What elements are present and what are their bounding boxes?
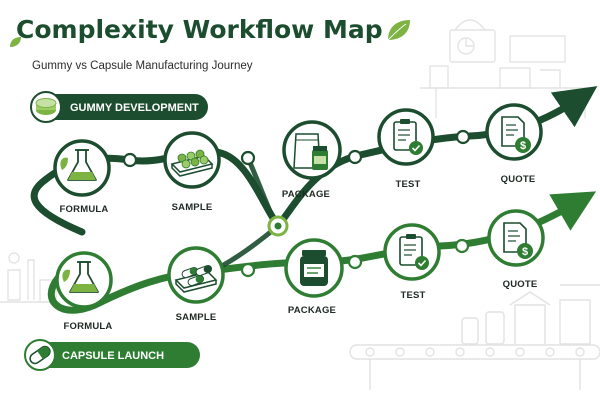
page-subtitle: Gummy vs Capsule Manufacturing Journey — [32, 60, 253, 72]
dollar-document-icon: $ — [503, 222, 533, 259]
flask-icon — [62, 261, 99, 293]
gummy-step-quote: $ — [485, 103, 543, 161]
gummy-step-quote-label: QUOTE — [501, 174, 536, 185]
dollar-document-icon: $ — [501, 116, 531, 153]
crossover-node — [267, 215, 289, 237]
capsule-track-label: CAPSULE LAUNCH — [24, 339, 200, 371]
capsule-step-quote: $ — [487, 209, 545, 267]
svg-text:$: $ — [520, 140, 526, 152]
svg-text:$: $ — [522, 246, 528, 258]
capsule-step-quote-label: QUOTE — [503, 279, 538, 290]
gummy-track-label-text: GUMMY DEVELOPMENT — [70, 102, 199, 114]
gummy-step-sample — [163, 131, 221, 189]
clipboard-check-icon — [393, 119, 423, 155]
capsule-step-package — [284, 238, 344, 298]
gummy-step-sample-label: SAMPLE — [172, 202, 213, 213]
clipboard-check-icon — [399, 234, 429, 270]
bag-and-jar-icon — [293, 133, 328, 170]
gummy-step-test — [377, 108, 435, 166]
capsule-step-test — [383, 223, 441, 281]
gummy-step-test-label: TEST — [395, 179, 420, 190]
capsule-step-sample-label: SAMPLE — [176, 312, 217, 323]
capsule-step-package-label: PACKAGE — [288, 305, 336, 316]
gummy-tray-icon — [170, 149, 214, 177]
gummy-step-package-label: PACKAGE — [282, 189, 330, 200]
capsule-tray-icon — [174, 264, 218, 293]
gummy-step-package — [282, 120, 342, 180]
gummy-track-label: GUMMY DEVELOPMENT — [30, 91, 208, 123]
gummy-step-formula — [53, 139, 111, 197]
background-factory-illustration — [349, 284, 600, 390]
capsule-step-sample — [167, 246, 225, 304]
jar-icon — [300, 250, 328, 286]
path-dots — [122, 129, 471, 278]
capsule-track-label-text: CAPSULE LAUNCH — [62, 350, 164, 362]
small-leaf-icon — [10, 37, 21, 47]
gummy-icon — [35, 98, 57, 115]
page-title: Complexity Workflow Map — [16, 15, 383, 44]
capsule-icon — [29, 345, 51, 365]
capsule-step-formula-label: FORMULA — [64, 321, 113, 332]
leaf-icon — [387, 20, 410, 41]
gummy-step-formula-label: FORMULA — [60, 204, 109, 215]
capsule-step-test-label: TEST — [400, 290, 425, 301]
flask-icon — [60, 149, 97, 181]
capsule-step-formula — [55, 251, 113, 309]
